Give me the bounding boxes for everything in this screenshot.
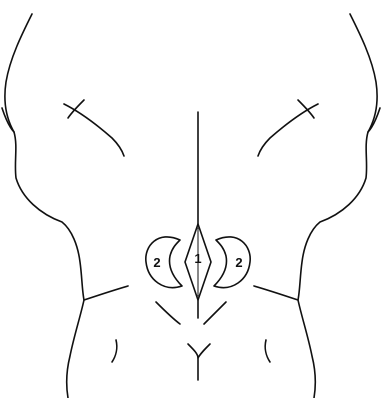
left-dimple-line [156, 302, 180, 324]
label-left: 2 [153, 255, 160, 270]
right-crescent [214, 237, 250, 288]
left-crescent [146, 237, 182, 288]
left-lower-back-curve [84, 286, 128, 300]
left-body-contour [5, 14, 84, 398]
left-hip-mark [112, 340, 117, 362]
right-lower-back-curve [254, 286, 298, 300]
gluteal-cleft [188, 344, 198, 380]
right-hip-mark [265, 340, 270, 362]
gluteal-cleft-right [198, 344, 210, 358]
label-center: 1 [194, 251, 201, 266]
label-right: 2 [235, 255, 242, 270]
right-body-contour [298, 14, 377, 398]
right-dimple-line [204, 302, 226, 324]
